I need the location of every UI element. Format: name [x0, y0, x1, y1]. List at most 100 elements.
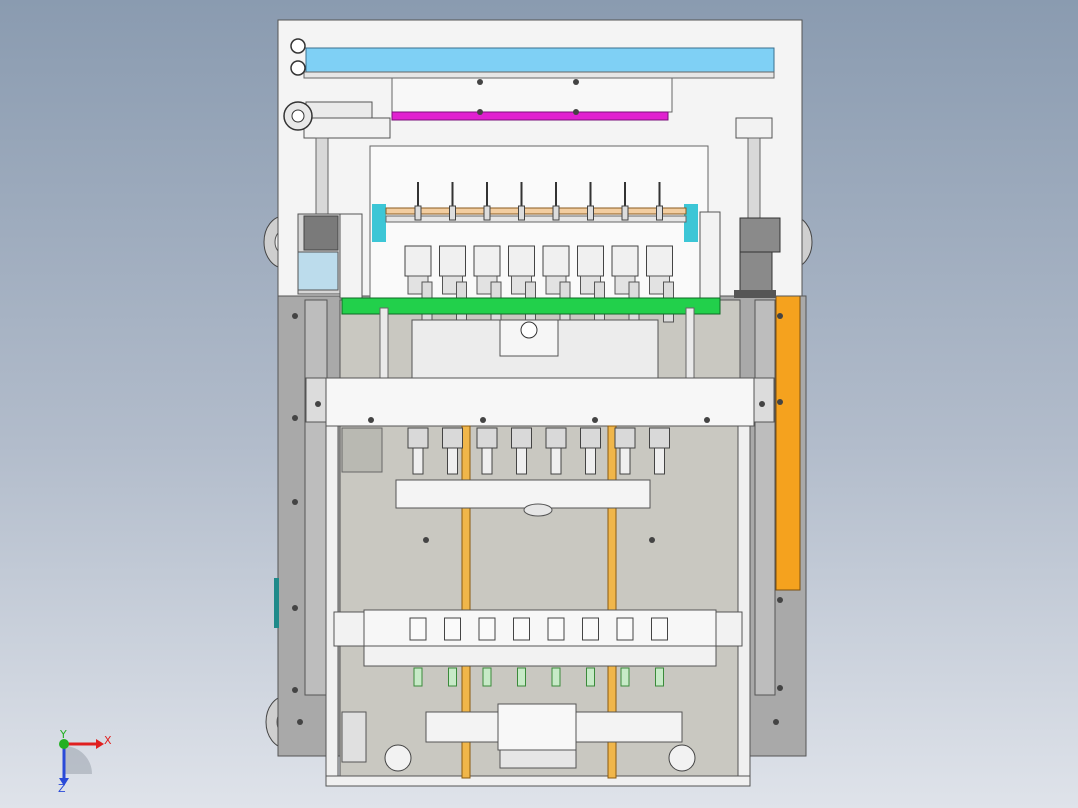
bolt [777, 597, 783, 603]
mid-nozzle-body [614, 427, 636, 449]
left-cylinder [305, 101, 373, 119]
left-post [315, 137, 329, 219]
bolt [477, 79, 483, 85]
right-cylinder-cap [734, 290, 776, 298]
upper-carriage [391, 77, 673, 113]
left-rail [304, 299, 328, 696]
bolt [592, 417, 598, 423]
mid-nozzle-tip [481, 447, 493, 475]
low-nozzle-body [478, 617, 496, 641]
right-post [747, 137, 761, 221]
low-nozzle-tip [620, 667, 630, 687]
orange-side-panel [775, 295, 801, 591]
triad-z-label: Z [58, 782, 66, 795]
cyan-bracket-right [684, 204, 698, 242]
mid-nozzle-body [580, 427, 601, 449]
panel-hole-1 [290, 38, 306, 54]
low-nozzle-body [513, 617, 530, 641]
right-block [735, 117, 773, 139]
nozzle-rod [385, 207, 687, 215]
bottom-hole-right [668, 744, 696, 772]
right-cylinder-body [739, 251, 773, 297]
cross-beam-end-right [751, 377, 775, 423]
nozzle-clamp [552, 205, 560, 221]
center-hub [520, 321, 538, 339]
low-nozzle-body [616, 617, 634, 641]
bolt [292, 605, 298, 611]
nozzle-clamp [483, 205, 491, 221]
left-block [303, 117, 391, 139]
low-nozzle-tip [517, 667, 526, 687]
low-nozzle-tip [448, 667, 457, 687]
triad-x-label: X [104, 734, 112, 747]
mid-nozzle-body [442, 427, 463, 449]
low-nozzle-body [547, 617, 565, 641]
low-nozzle-tip [551, 667, 561, 687]
bolt [368, 417, 374, 423]
right-rail [754, 299, 776, 696]
teal-side-tab [274, 578, 279, 628]
nozzle-body [439, 245, 466, 277]
mid-nozzle-tip [550, 447, 562, 475]
bolt [477, 109, 483, 115]
bolt [423, 537, 429, 543]
mid-nozzle-tip [585, 447, 596, 475]
nozzle-clamp [518, 205, 525, 221]
cyan-bracket-left [372, 204, 386, 242]
mid-nozzle-tip [412, 447, 424, 475]
cross-beam [325, 377, 755, 427]
bolt [777, 313, 783, 319]
bolt [292, 313, 298, 319]
nozzle-body [646, 245, 673, 277]
nozzle-clamp [621, 205, 629, 221]
nozzle-body [577, 245, 604, 277]
panel-hole-2 [290, 60, 306, 76]
bottom-left-box [341, 711, 367, 763]
frame-upright-left [325, 425, 339, 783]
low-nozzle-body [409, 617, 427, 641]
lower-beam-bracket-right [711, 611, 743, 647]
bolt [292, 687, 298, 693]
low-nozzle-tip [482, 667, 492, 687]
low-nozzle-tip [586, 667, 595, 687]
bolt-heads [292, 79, 783, 725]
right-frame-block [699, 211, 721, 309]
gold-rod-right [607, 425, 617, 779]
mid-nozzle-tip [654, 447, 665, 475]
bolt [759, 401, 765, 407]
center-rail-right [685, 307, 695, 381]
nozzle-body [404, 245, 432, 277]
bolt [704, 417, 710, 423]
bottom-base [499, 749, 577, 769]
green-plate [341, 297, 721, 315]
cross-beam-end-left [305, 377, 329, 423]
pulley-hub [291, 109, 305, 123]
mid-nozzle-body [545, 427, 567, 449]
nozzle-rail [385, 215, 687, 223]
gold-rod-left [461, 425, 471, 779]
mid-nozzle-body [407, 427, 429, 449]
nozzle-body [473, 245, 501, 277]
low-nozzle-tip [655, 667, 664, 687]
bolt [573, 79, 579, 85]
mid-nozzle-tip [447, 447, 458, 475]
mid-nozzle-tip [619, 447, 631, 475]
left-actuator-blue [297, 251, 339, 291]
nozzle-clamp [449, 205, 456, 221]
blue-top-bar [305, 47, 775, 73]
right-cylinder-head [739, 217, 781, 253]
bolt [773, 719, 779, 725]
nozzle-clamp [656, 205, 663, 221]
nozzle-clamp [414, 205, 422, 221]
nozzle-body [611, 245, 639, 277]
magenta-strip [391, 111, 669, 121]
left-bracket [339, 213, 363, 299]
top-rail [303, 71, 775, 79]
bolt [649, 537, 655, 543]
mid-nozzle-body [476, 427, 498, 449]
low-nozzle-body [651, 617, 668, 641]
bolt [297, 719, 303, 725]
lower-beam-bracket-left [333, 611, 365, 647]
